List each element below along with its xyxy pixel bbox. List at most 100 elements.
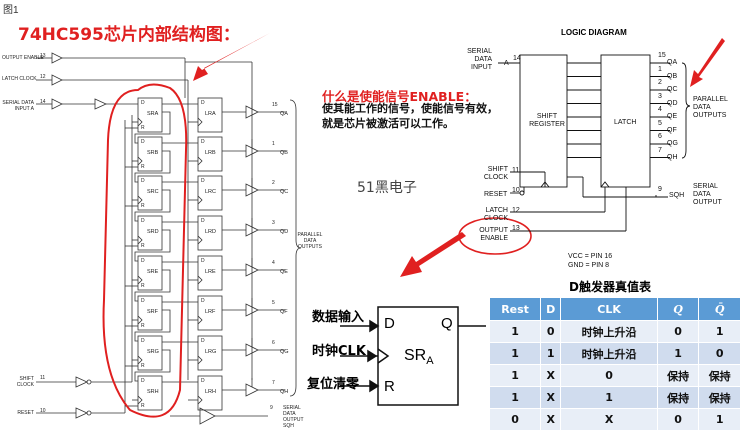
enable-line-1: 使其能工作的信号，使能信号有效， <box>322 102 498 115</box>
lr-clock-mark-7 <box>197 395 203 405</box>
logic-out-pin-4: 4 <box>658 106 662 113</box>
sr-r-1: R <box>141 164 145 170</box>
lr-d-5: D <box>201 298 205 304</box>
tt-header-4: Q̄ <box>698 297 741 321</box>
page-title: 74HC595芯片内部结构图： <box>18 25 240 45</box>
tt-cell: 保持 <box>698 364 741 387</box>
parallel-data-outputs: PARALLEL DATA OUTPUTS <box>693 96 728 119</box>
ff-clk-arrow <box>367 349 378 363</box>
logic-pin-11: 11 <box>512 167 520 174</box>
shift-register-cell-7 <box>137 375 163 411</box>
red-arrow-parallel <box>690 38 725 87</box>
sr-label-3: SRD <box>147 229 159 235</box>
red-outline <box>102 83 188 418</box>
watermark: 51黑电子 <box>357 180 417 196</box>
out-pin-1: 1 <box>272 141 275 147</box>
latch-register-cell-2 <box>197 175 223 211</box>
sr-r-7: R <box>141 403 145 409</box>
tt-cell: X <box>540 408 562 431</box>
shift-register-cell-2 <box>137 175 163 211</box>
shift-clock-label: SHIFT CLOCK <box>16 376 34 388</box>
chain-6 <box>134 349 171 382</box>
sr-d-5: D <box>141 298 145 304</box>
ff-sr-label: SRA <box>404 347 434 367</box>
chain-3 <box>134 229 171 262</box>
shift-register-cell-3 <box>137 215 163 251</box>
tt-cell: 0 <box>656 320 700 343</box>
out-pin-7: 7 <box>272 380 275 386</box>
latch-register-cell-4 <box>197 255 223 291</box>
tt-cell: 保持 <box>656 364 700 387</box>
latch-register-cell-3 <box>197 215 223 251</box>
output-enable-label: OUTPUT ENABLE <box>2 55 44 61</box>
out-pin-2: 2 <box>272 180 275 186</box>
sr-clock-mark-1 <box>137 156 143 166</box>
serial-out-label: SERIAL DATA OUTPUT SQH <box>283 405 304 429</box>
serial-data-output: SERIAL DATA OUTPUT <box>693 183 722 206</box>
lr-d-4: D <box>201 258 205 264</box>
tt-cell: 1 <box>656 342 700 365</box>
logic-out-pin-2: 2 <box>658 79 662 86</box>
pin-14: 14 <box>40 99 46 105</box>
sr-d-1: D <box>141 139 145 145</box>
sr-clock-mark-4 <box>137 275 143 285</box>
tt-cell: 1 <box>488 364 542 387</box>
ff-clk-mark <box>377 348 390 364</box>
logic-pin-13: 13 <box>512 225 520 232</box>
output-enable: OUTPUT ENABLE <box>479 227 508 242</box>
latch-register-cell-7 <box>197 375 223 411</box>
latch-register-cell-5 <box>197 295 223 331</box>
chain-0 <box>134 111 171 144</box>
tt-header-2: CLK <box>560 297 658 321</box>
lr-clock-mark-2 <box>197 195 203 205</box>
logic-pin-12: 12 <box>512 207 520 214</box>
truth-table-title: D触发器真值表 <box>569 280 651 294</box>
shift-clock: SHIFT CLOCK <box>483 166 508 181</box>
pin-11: 11 <box>40 375 46 381</box>
out-pin-4: 4 <box>272 260 275 266</box>
sr-r-0: R <box>141 125 145 131</box>
tt-cell: 时钟上升沿 <box>560 320 658 343</box>
lr-label-1: LRB <box>205 150 216 156</box>
reset-bubble <box>519 190 525 196</box>
pin-12: 12 <box>40 74 46 80</box>
logic-out-name-4: QE <box>667 113 678 120</box>
enable-line-2: 就是芯片被激活可以工作。 <box>322 117 454 130</box>
ff-d-arrow <box>369 319 380 333</box>
lr-label-0: LRA <box>205 111 216 117</box>
lr-label-7: LRH <box>205 389 217 395</box>
red-arrow-title <box>193 33 270 81</box>
tt-cell: X <box>540 364 562 387</box>
pin-13: 13 <box>40 53 46 59</box>
sr-r-4: R <box>141 283 145 289</box>
latch-label: LATCH <box>614 119 637 126</box>
data-input-label: 数据输入 <box>312 310 365 325</box>
latch-register-cell-0 <box>197 97 223 133</box>
shift-register-box <box>519 54 568 188</box>
red-arrow-enable <box>400 232 466 277</box>
chain-4 <box>134 269 171 302</box>
logic-out-name-7: QH <box>667 153 678 161</box>
shift-register-cell-0 <box>137 97 163 133</box>
serial-out-pin: 9 <box>270 405 273 411</box>
ff-q-label: Q <box>441 315 453 332</box>
out-name-1: QB <box>280 150 288 156</box>
lr-d-7: D <box>201 378 205 384</box>
logic-out-name-0: QA <box>667 59 678 66</box>
tt-cell: X <box>540 386 562 409</box>
logic-pin-9: 9 <box>658 186 662 193</box>
out-pin-3: 3 <box>272 220 275 226</box>
out-pin-6: 6 <box>272 340 275 346</box>
sr-label-0: SRA <box>147 111 159 117</box>
logic-out-name-6: QG <box>667 140 678 147</box>
tt-cell: 时钟上升沿 <box>560 342 658 365</box>
sr-r-5: R <box>141 323 145 329</box>
shift-register-cell-6 <box>137 335 163 371</box>
sr-d-7: D <box>141 378 145 384</box>
tt-cell: 1 <box>540 342 562 365</box>
logic-out-name-2: QC <box>667 86 678 93</box>
sqh-label: SQH <box>669 192 685 199</box>
lr-d-1: D <box>201 139 205 145</box>
